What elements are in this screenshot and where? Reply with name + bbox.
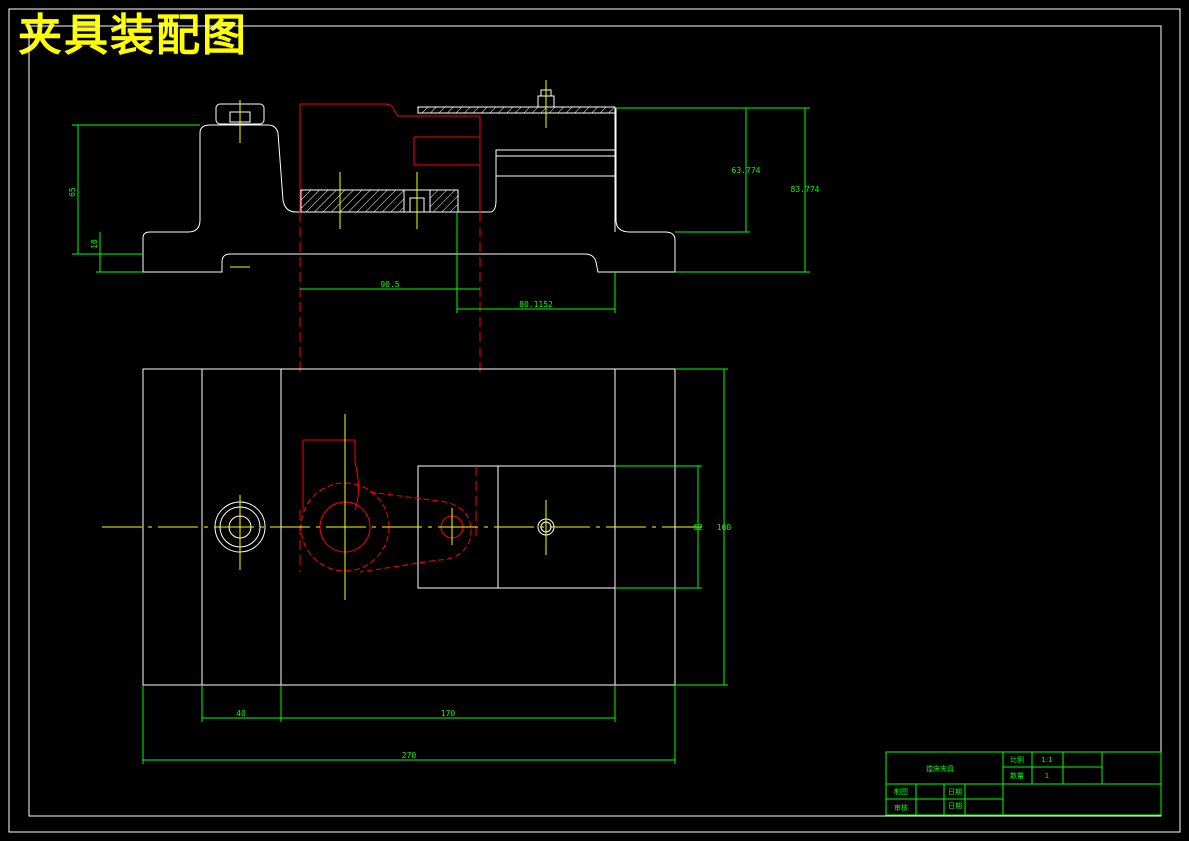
dim-80-1152: 80.1152 [519, 300, 553, 309]
date-label-1: 日期 [948, 788, 962, 796]
dim-40: 40 [236, 709, 246, 718]
dimension-labels: 65 10 63.774 83.774 90.5 80.1152 62 160 … [68, 166, 820, 760]
front-center-lines [230, 80, 547, 268]
dim-10: 10 [90, 239, 99, 249]
top-center-lines [102, 414, 705, 600]
drawing-title: 夹具装配图 [18, 10, 248, 61]
dim-170: 170 [441, 709, 456, 718]
scale-label: 比例 [1010, 755, 1024, 764]
title-block [885, 751, 1162, 816]
checked-label: 审核 [894, 803, 908, 812]
fixture-body-outline [142, 108, 676, 273]
dim-83-774: 83.774 [791, 185, 820, 194]
workpiece-front [299, 103, 481, 372]
dim-63-774: 63.774 [732, 166, 761, 175]
title-block-text: 镗床夹具 比例 1:1 数量 1 制图 审核 日期 日期 [894, 755, 1053, 812]
dim-90-5: 90.5 [380, 280, 399, 289]
dim-270: 270 [402, 751, 417, 760]
dim-65: 65 [68, 187, 77, 197]
drawn-label: 制图 [894, 787, 908, 796]
outer-frame [8, 8, 1181, 833]
workpiece-top [299, 439, 477, 573]
dim-160: 160 [717, 523, 732, 532]
central-column [458, 149, 615, 213]
qty-label: 数量 [1010, 771, 1024, 780]
front-view [142, 89, 676, 273]
drawing-name: 镗床夹具 [926, 764, 954, 773]
inner-frame [28, 25, 1162, 817]
date-label-2: 日期 [948, 802, 962, 810]
qty-value: 1 [1045, 772, 1049, 780]
scale-value: 1:1 [1041, 756, 1052, 764]
dim-62: 62 [693, 523, 703, 532]
dimension-lines [72, 107, 810, 764]
clamp-arm [417, 106, 616, 114]
hatched-plate [300, 189, 459, 213]
